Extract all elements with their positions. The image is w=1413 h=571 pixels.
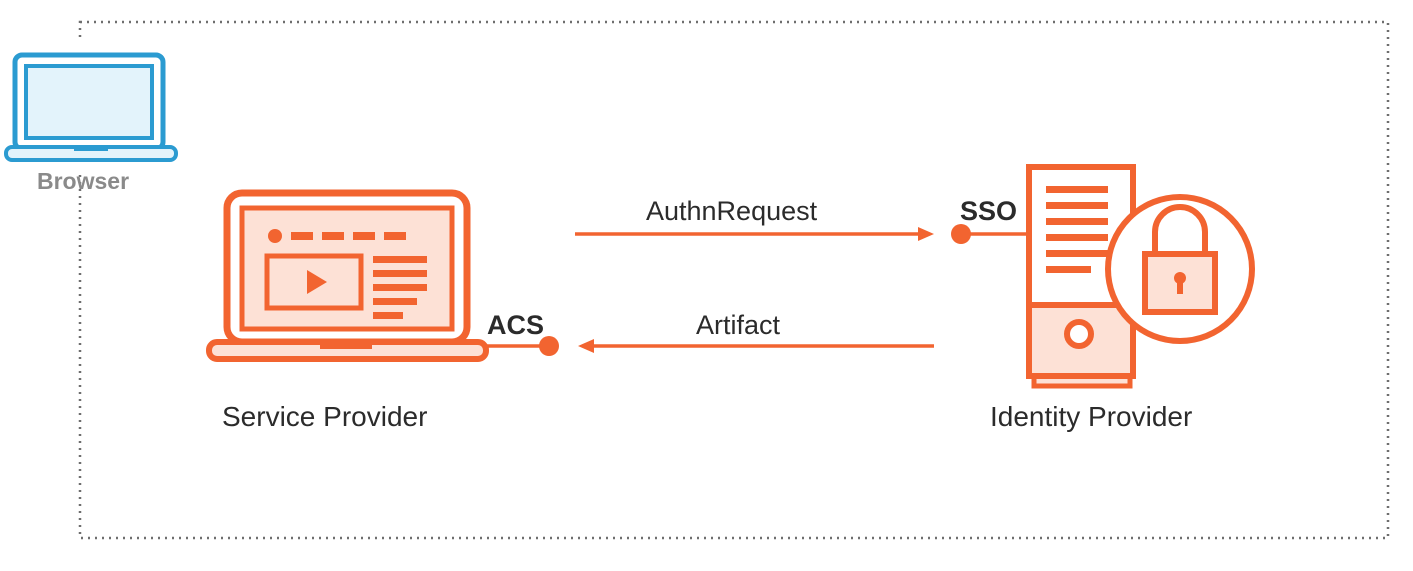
service-provider-label: Service Provider: [222, 401, 428, 432]
identity-provider-label: Identity Provider: [990, 401, 1193, 432]
acs-endpoint: [486, 336, 559, 356]
artifact-label: Artifact: [696, 310, 781, 340]
artifact-arrow: [578, 339, 934, 353]
sso-label: SSO: [960, 196, 1018, 226]
sso-endpoint: [951, 224, 1029, 244]
laptop-icon: [4, 40, 178, 175]
laptop-video-icon: [206, 189, 489, 362]
acs-label: ACS: [487, 310, 545, 340]
authn-request-label: AuthnRequest: [646, 196, 818, 226]
authn-request-arrow: [575, 227, 934, 241]
server-lock-icon: [1026, 164, 1255, 389]
browser-label: Browser: [37, 168, 130, 194]
browser-boundary: [78, 20, 1390, 540]
